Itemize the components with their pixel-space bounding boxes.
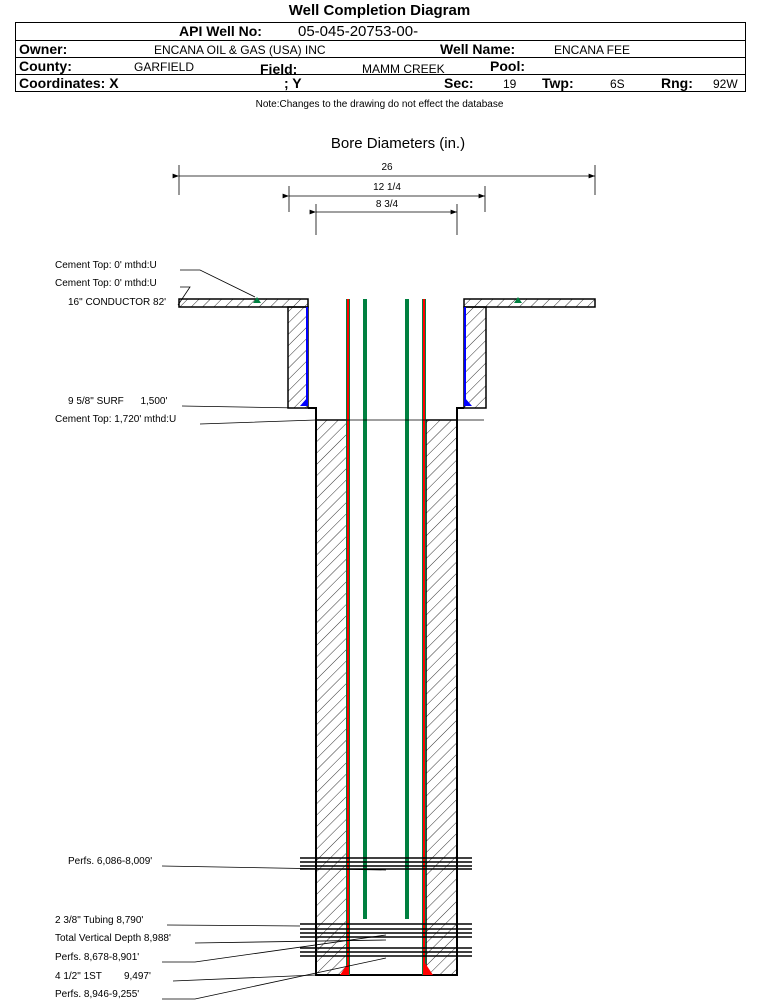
leader-lines (161, 269, 484, 1000)
bore-dim-3: 8 3/4 (376, 199, 399, 210)
label-perfs-1: Perfs. 6,086-8,009' (68, 856, 152, 867)
sec-value: 19 (503, 77, 517, 91)
casing-lines (253, 297, 522, 975)
rng-label: Rng: (661, 75, 693, 91)
label-tvd: Total Vertical Depth 8,988' (55, 933, 171, 944)
dimension-lines (172, 165, 596, 235)
label-surface-casing: 9 5/8" SURF 1,500' (68, 396, 167, 407)
twp-label: Twp: (542, 75, 574, 91)
coordinates-label: Coordinates: X (19, 75, 119, 91)
header-table: API Well No: 05-045-20753-00- Owner: ENC… (15, 22, 746, 92)
well-name-label: Well Name: (440, 41, 516, 57)
sec-label: Sec: (444, 75, 474, 91)
hole-outline (308, 407, 464, 976)
label-conductor: 16" CONDUCTOR 82' (68, 297, 166, 308)
pool-label: Pool: (490, 58, 525, 74)
owner-label: Owner: (19, 41, 68, 57)
label-cement-top-1: Cement Top: 0' mthd:U (55, 260, 157, 271)
county-value: GARFIELD (134, 60, 195, 74)
note: Note:Changes to the drawing do not effec… (255, 99, 504, 110)
cement-hatching (178, 298, 596, 976)
annotations: Cement Top: 0' mthd:U Cement Top: 0' mth… (55, 260, 176, 1000)
label-perfs-2: Perfs. 8,678-8,901' (55, 952, 139, 963)
y-label: ; Y (284, 75, 302, 91)
api-label: API Well No: (179, 23, 262, 39)
label-production-casing: 4 1/2" 1ST 9,497' (55, 971, 151, 982)
label-cement-top-3: Cement Top: 1,720' mthd:U (55, 414, 176, 425)
label-cement-top-2: Cement Top: 0' mthd:U (55, 278, 157, 289)
county-label: County: (19, 58, 72, 74)
rng-value: 92W (713, 77, 738, 91)
field-label: Field: (260, 61, 298, 77)
well-name-value: ENCANA FEE (554, 43, 631, 57)
bore-dim-2: 12 1/4 (373, 182, 401, 193)
label-tubing: 2 3/8" Tubing 8,790' (55, 915, 143, 926)
api-value: 05-045-20753-00- (298, 23, 419, 40)
field-value: MAMM CREEK (362, 62, 445, 76)
bore-dim-1: 26 (381, 162, 393, 173)
page-title: Well Completion Diagram (288, 2, 471, 19)
bore-title: Bore Diameters (in.) (331, 135, 465, 152)
label-perfs-3: Perfs. 8,946-9,255' (55, 989, 139, 1000)
owner-value: ENCANA OIL & GAS (USA) INC (154, 43, 326, 57)
twp-value: 6S (610, 77, 625, 91)
